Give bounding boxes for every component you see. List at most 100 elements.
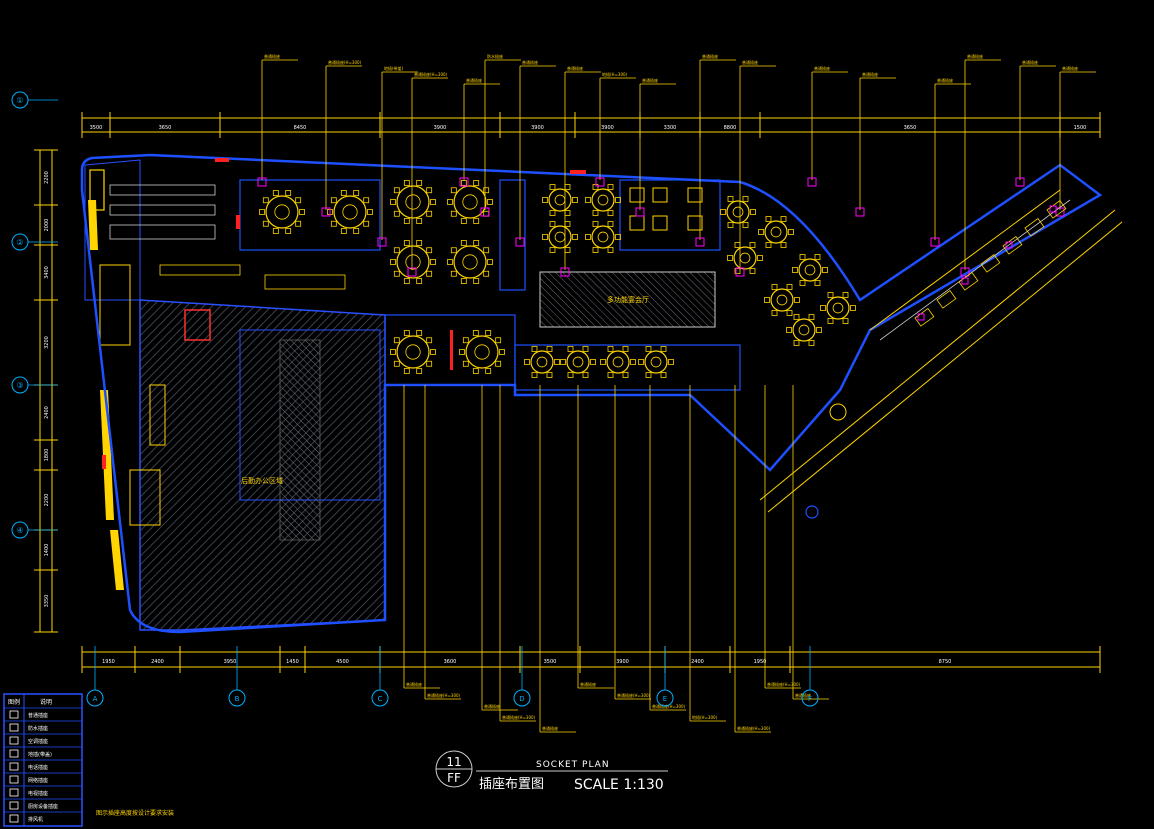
dim-label: 3500 [544,659,557,665]
square-table [652,215,668,231]
chair [524,359,530,365]
socket-symbol [515,237,525,247]
chair [393,210,400,217]
chair [765,242,772,248]
chair [592,210,599,216]
booth-unit [980,254,1001,273]
table-center [405,194,421,210]
chair [742,196,749,202]
chair [295,220,302,227]
axis-label: F [808,695,812,703]
socket-callout: 地插(带盖) [384,65,404,71]
table-center [474,344,490,360]
plan-number: 11 [446,755,461,769]
chair [450,247,457,254]
legend-label: 地插(带盖) [28,751,52,758]
chair [430,259,436,265]
socket-symbol [695,237,705,247]
table-center [650,356,662,368]
chair [585,197,591,203]
chair [622,372,629,378]
socket-callout: 普通插座(H=300) [767,681,801,687]
chair [727,222,734,228]
accent-marks [102,158,586,469]
chair [473,218,480,224]
chair [495,337,502,344]
chair [615,197,621,203]
socket-callout: 普通插座(H=300) [502,714,536,720]
chair [814,254,821,260]
dim-label: 2200 [44,171,50,184]
chair [764,297,770,303]
socket-callout: 普通插座 [862,71,878,77]
chair [259,209,265,215]
table-center [536,356,548,368]
round-table [826,296,850,320]
chair [403,278,410,284]
round-table [453,245,487,279]
chair [720,209,726,215]
round-table [465,335,499,369]
dim-label: 2400 [691,659,704,665]
chair [426,270,433,277]
socket-symbol [321,207,331,217]
socket-symbol [1005,241,1013,249]
chair [262,220,269,227]
chair [793,340,800,346]
chair [645,346,652,352]
dim-label: 3900 [601,125,614,131]
bottom-note: 图示插座高度按设计要求安装 [96,809,174,817]
axis-label: ④ [16,526,23,535]
axis-label: D [519,695,524,703]
socket-callout: 普通插座 [967,53,983,59]
socket-callout: 普通插座 [642,77,658,83]
axis-label: B [235,695,240,703]
socket-callout: 普通插座(H=300) [414,71,448,77]
socket-callout: 地插(H=300) [692,714,718,720]
socket-callout: 普通插座 [937,77,953,83]
socket-callout: 普通插座 [466,77,482,83]
axis-label: ③ [16,381,23,390]
dim-label: 2000 [44,219,50,232]
floor-code: FF [447,771,461,785]
column-marker [829,403,847,421]
chair [483,187,490,194]
chair [299,209,305,215]
chair [330,220,337,227]
round-table [396,245,430,279]
table-center [405,344,421,360]
dim-label: 2400 [151,659,164,665]
socket-callout: 普通插座 [742,59,758,65]
chair [668,359,674,365]
socket-symbol [480,207,490,217]
chair [786,327,792,333]
socket-callout: 普通插座 [522,59,538,65]
chair [615,234,621,240]
chair [799,280,806,286]
chair [450,210,457,217]
square-table [687,187,703,203]
table-center [612,356,624,368]
chair [727,196,734,202]
chair [564,184,571,190]
chair [808,340,815,346]
chair [430,199,436,205]
dim-label: 1950 [754,659,767,665]
table-center [342,204,358,220]
chair [757,255,763,261]
chair [460,278,467,284]
booth-unit [958,272,979,291]
table-center [798,324,810,336]
axis-label: ② [16,238,23,247]
legend-label: 普通插座 [28,712,48,719]
chair [549,184,556,190]
chair [295,197,302,204]
chair [450,187,457,194]
chair [827,292,834,298]
socket-callout: 普通插座 [580,681,596,687]
chair [808,314,815,320]
socket-callout: 普通插座(H=300) [427,692,461,698]
table-center [462,254,478,270]
socket-symbol [257,177,267,187]
